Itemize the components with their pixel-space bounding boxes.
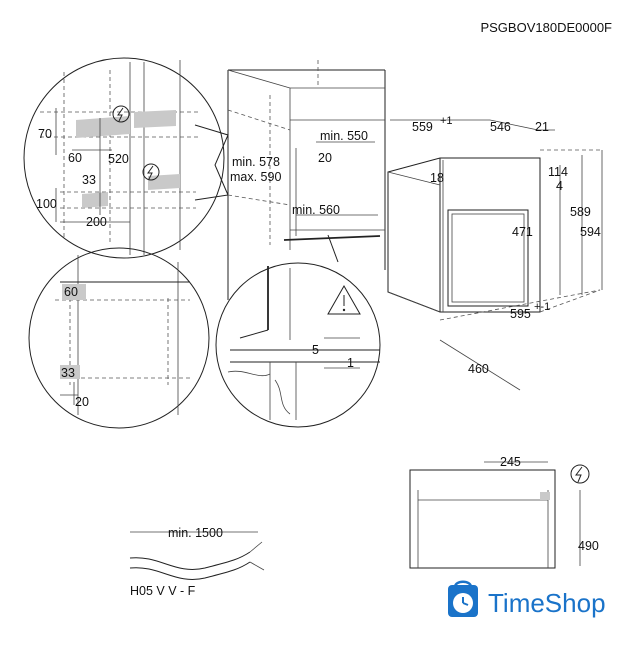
dim-60: 60 xyxy=(64,285,78,299)
electric-hazard-icon xyxy=(570,464,590,484)
dim-top-gap: 18 xyxy=(430,171,444,185)
dim-70: 70 xyxy=(38,127,52,141)
dim-114: 114 xyxy=(548,165,568,179)
dim-33: 33 xyxy=(61,366,75,380)
back-height: 490 xyxy=(578,539,599,553)
dim-height-max: max. 590 xyxy=(230,170,281,184)
dim-width: 595 xyxy=(510,307,531,321)
dim-520: 520 xyxy=(108,152,129,166)
back-view-drawing: 245 490 xyxy=(409,455,599,569)
dim-33: 33 xyxy=(82,173,96,187)
electric-hazard-icon xyxy=(112,105,130,123)
dim-depth-base: 460 xyxy=(468,362,489,376)
cable-length: min. 1500 xyxy=(168,526,223,540)
detail-circle-bottom: 5 1 xyxy=(215,262,381,428)
dim-height-min: min. 578 xyxy=(232,155,280,169)
dim-589: 589 xyxy=(570,205,591,219)
detail-leader xyxy=(194,124,229,201)
tall-cabinet: min. 550 20 min. 578 max. 590 min. 560 xyxy=(227,60,386,300)
dim-gap-20: 20 xyxy=(318,151,332,165)
timeshop-logo: TimeShop xyxy=(448,580,606,618)
doc-code: PSGBOV180DE0000F xyxy=(480,20,612,35)
dim-4: 4 xyxy=(556,179,563,193)
cable-drawing: min. 1500 H05 V V - F xyxy=(129,526,265,598)
back-width: 245 xyxy=(500,455,521,469)
dim-200: 200 xyxy=(86,215,107,229)
brand-name: TimeShop xyxy=(488,588,606,618)
electric-hazard-icon xyxy=(142,163,160,181)
detail-leader-bottom xyxy=(327,234,339,263)
dim-width-min: min. 560 xyxy=(292,203,340,217)
dim-depth-min: min. 550 xyxy=(320,129,368,143)
dim-width-tol: +-1 xyxy=(534,301,550,313)
dim-depth-total: 559 xyxy=(412,120,433,134)
cable-type: H05 V V - F xyxy=(130,584,196,598)
warning-triangle-icon xyxy=(327,284,361,315)
dim-depth-total-tol: +1 xyxy=(440,115,453,127)
dim-60: 60 xyxy=(68,151,82,165)
dim-20: 20 xyxy=(75,395,89,409)
detail-circle-top-left: 70 60 520 33 100 200 xyxy=(23,57,225,259)
dim-471: 471 xyxy=(512,225,533,239)
oven-drawing: 559 +1 546 21 18 114 4 471 589 594 595 +… xyxy=(387,115,603,391)
dim-1: 1 xyxy=(347,356,354,370)
dim-594: 594 xyxy=(580,225,601,239)
dim-front: 21 xyxy=(535,120,549,134)
detail-circle-mid-left: 60 33 20 xyxy=(28,247,210,429)
dim-depth-body: 546 xyxy=(490,120,511,134)
dim-100: 100 xyxy=(36,197,57,211)
timeshop-logo-icon xyxy=(448,580,478,617)
dim-5: 5 xyxy=(312,343,319,357)
